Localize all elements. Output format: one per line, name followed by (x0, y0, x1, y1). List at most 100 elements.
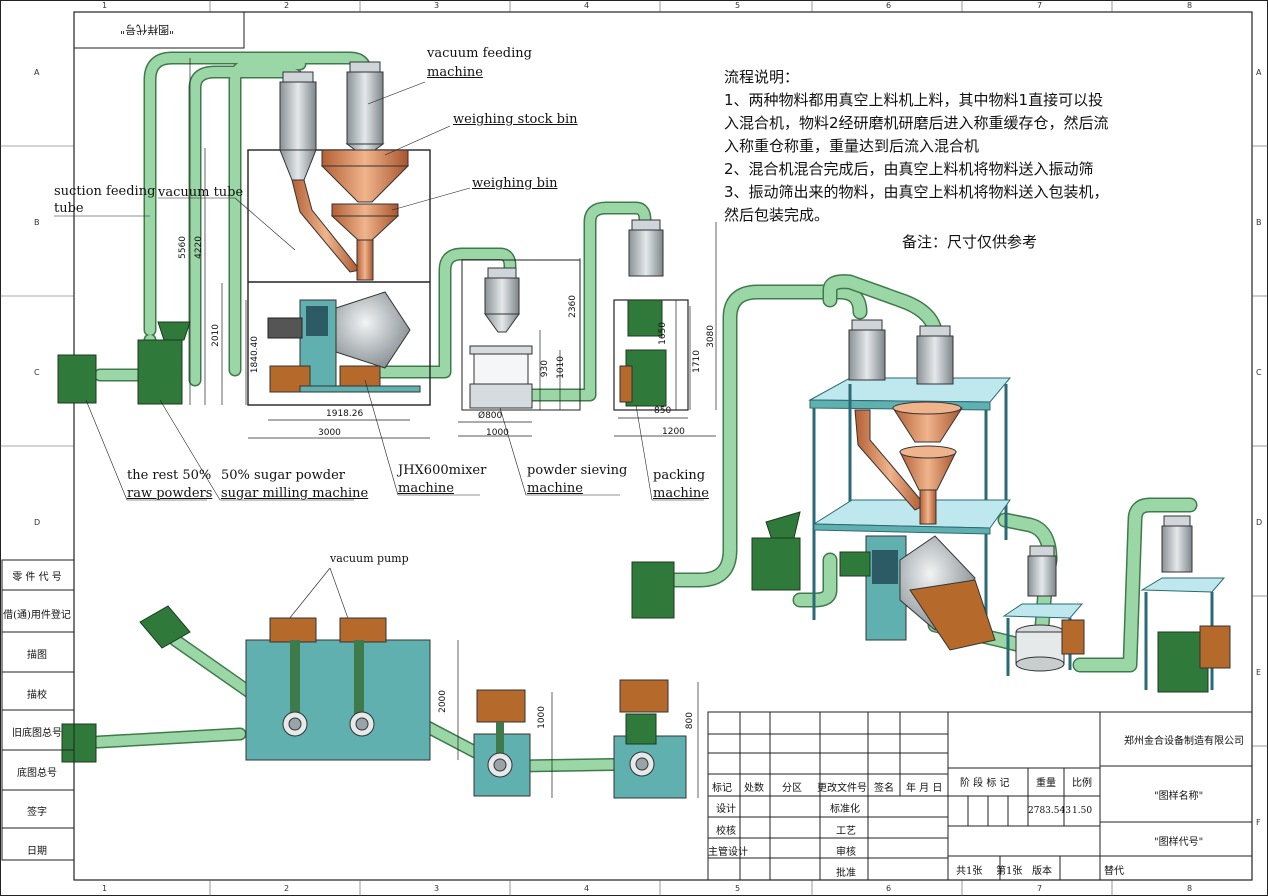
label-sugar-powder: 50% sugar powder (221, 468, 345, 483)
tb-sheet-total: 共1张 (956, 866, 983, 877)
dim-2000: 2000 (438, 690, 448, 713)
tb-approve: 批准 (836, 868, 856, 879)
row-letter: D (1256, 518, 1263, 527)
tb-header: 分区 (782, 783, 802, 794)
label-rest-raw-powders: the rest 50% (127, 468, 212, 483)
dim-1000b: 1000 (537, 706, 547, 729)
col-number: 4 (584, 1, 590, 10)
dim-1710: 1710 (692, 350, 702, 373)
col-number: 7 (1037, 1, 1043, 10)
packing-machine (613, 219, 689, 411)
row-letter: A (34, 68, 40, 77)
col-number: 8 (1187, 884, 1193, 893)
label-packing-machine: machine (653, 486, 709, 501)
side-register: 借(通)用件登记 (3, 610, 71, 621)
tb-check: 校核 (716, 826, 736, 837)
drawing-name: "图样名称" (1154, 791, 1204, 802)
tb-weight: 2783.543 (1028, 806, 1071, 816)
label-vacuum-pump: vacuum pump (330, 552, 409, 565)
tb-scale: 1.50 (1072, 806, 1093, 816)
row-letter: F (1256, 818, 1261, 827)
plan-view (61, 605, 687, 799)
dim-3080: 3080 (706, 325, 716, 348)
vacuum-feeder-right (345, 61, 385, 153)
tb-standardize: 标准化 (830, 804, 860, 815)
side-tracing: 描图 (27, 650, 47, 661)
label-weighing-stock-bin: weighing stock bin (453, 112, 578, 127)
label-vacuum-feeding-machine: vacuum feeding (427, 46, 532, 61)
col-number: 8 (1187, 1, 1193, 10)
side-old-base: 旧底图总号 (12, 728, 62, 739)
row-letter: B (1256, 218, 1262, 227)
dim-850: 850 (654, 406, 672, 416)
dim-1918: 1918.26 (326, 409, 364, 419)
row-letter: B (34, 218, 40, 227)
tb-scale-label: 比例 (1072, 778, 1092, 789)
process-description: 流程说明： 1、两种物料都用真空上料机上料，其中物料1直接可以投 入混合机，物料… (724, 66, 1184, 254)
iso-structure (631, 319, 1231, 693)
label-suction-feeding-tube-2: tube (54, 201, 84, 216)
drawing-code: "图样代号" (1154, 837, 1204, 848)
sugar-milling-machine (137, 321, 191, 405)
dim-2360: 2360 (568, 295, 578, 318)
company-name: 郑州金合设备制造有限公司 (1124, 736, 1244, 747)
label-sugar-milling-machine: sugar milling machine (221, 486, 369, 501)
dim-5560: 5560 (178, 236, 188, 259)
weighing-bin (330, 203, 400, 241)
tb-version: 版本 (1032, 866, 1052, 877)
title-block-grid (707, 711, 1253, 881)
dim-3000: 3000 (318, 428, 341, 438)
process-line: 3、振动筛出来的物料，由真空上料机将物料送入包装机， (724, 183, 1109, 201)
tb-stage: 阶 段 标 记 (960, 778, 1010, 789)
row-letter: E (1256, 668, 1262, 677)
col-number: 3 (434, 1, 440, 10)
col-number: 7 (1037, 884, 1043, 893)
raw-powder-feeder (57, 354, 97, 404)
tb-replace: 替代 (1104, 866, 1124, 877)
stamp-drawing-code: "图样代号" (120, 23, 175, 36)
label-rest-raw-powders-2: raw powders (127, 486, 213, 501)
col-number: 2 (284, 884, 290, 893)
row-letter: C (1256, 368, 1262, 377)
vacuum-pump-1 (269, 617, 317, 643)
vacuum-pump-2 (339, 617, 387, 643)
label-mixer-machine: machine (398, 481, 454, 496)
process-line: 1、两种物料都用真空上料机上料，其中物料1直接可以投 (724, 91, 1104, 109)
dim-1000: 1000 (486, 428, 509, 438)
process-title: 流程说明： (724, 68, 800, 86)
col-number: 2 (284, 1, 290, 10)
side-part-code: 零 件 代 号 (12, 572, 62, 583)
tb-review: 审核 (836, 847, 856, 858)
side-trace-check: 描校 (27, 690, 47, 701)
col-number: 6 (886, 1, 892, 10)
tb-header: 年 月 日 (906, 783, 943, 794)
dim-1650: 1650 (658, 322, 668, 345)
label-sieving-machine: machine (527, 481, 583, 496)
col-number: 1 (102, 884, 108, 893)
weighing-stock-bin (320, 149, 410, 203)
col-number: 6 (886, 884, 892, 893)
label-packing: packing (653, 468, 706, 483)
process-line: 入称重仓称重，重量达到后流入混合机 (724, 137, 980, 155)
label-powder-sieving: powder sieving (527, 463, 628, 478)
dim-4220: 4220 (194, 236, 204, 259)
label-suction-feeding-tube: suction feeding (54, 184, 156, 199)
tb-header: 标记 (712, 783, 732, 794)
dim-2010: 2010 (211, 324, 221, 347)
powder-sieving-machine (461, 259, 581, 411)
tb-header: 签名 (874, 783, 894, 794)
label-jhx600-mixer: JHX600mixer (398, 463, 487, 478)
vacuum-feeder-left (279, 71, 317, 181)
row-letter: C (34, 368, 40, 377)
col-number: 1 (102, 1, 108, 10)
row-letter: D (34, 518, 41, 527)
tb-header: 处数 (744, 783, 764, 794)
process-line: 入混合机，物料2经研磨机研磨后进入称重缓存仓，然后流 (724, 114, 1109, 132)
side-sign: 签字 (27, 807, 47, 818)
tb-process: 工艺 (836, 826, 856, 837)
col-number: 5 (735, 884, 741, 893)
col-number: 4 (584, 884, 590, 893)
tb-design: 设计 (716, 804, 736, 815)
